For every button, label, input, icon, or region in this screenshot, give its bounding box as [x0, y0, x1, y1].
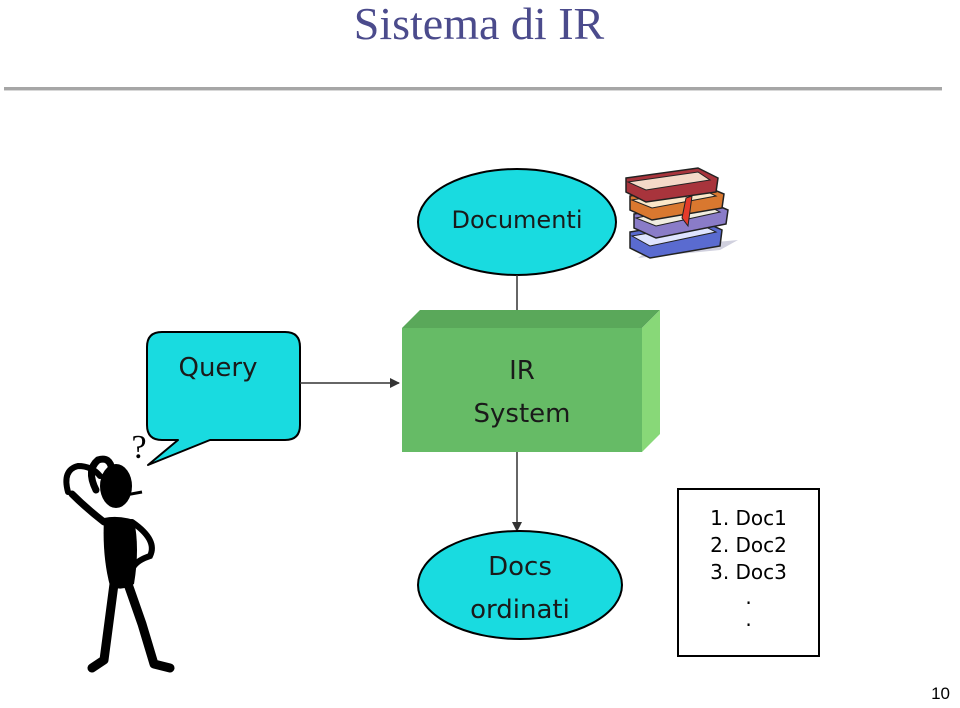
ranked-docs-label-line1: Docs	[488, 552, 552, 582]
books-icon	[625, 167, 738, 259]
result-item: 1. Doc1	[710, 506, 787, 530]
title-divider	[4, 87, 942, 90]
result-item: 2. Doc2	[710, 533, 787, 557]
ranked-docs-node	[417, 530, 623, 640]
thinking-person-icon	[63, 455, 175, 673]
result-list: 1. Doc1 2. Doc2 3. Doc3 . .	[677, 488, 820, 657]
ranked-docs-label-line2: ordinati	[470, 595, 570, 625]
result-item: 3. Doc3	[710, 560, 787, 584]
list-continuation-dot: .	[745, 585, 752, 609]
question-mark: ?	[131, 429, 147, 466]
ir-system-node	[402, 310, 660, 452]
list-continuation-dot: .	[745, 607, 752, 631]
ir-system-label-line2: System	[473, 399, 571, 429]
ir-system-label-line1: IR	[509, 356, 535, 386]
documents-label: Documenti	[451, 206, 583, 234]
slide-title: Sistema di IR	[353, 0, 605, 49]
query-node	[146, 331, 301, 466]
page-number: 10	[931, 684, 950, 703]
query-label: Query	[178, 353, 258, 383]
